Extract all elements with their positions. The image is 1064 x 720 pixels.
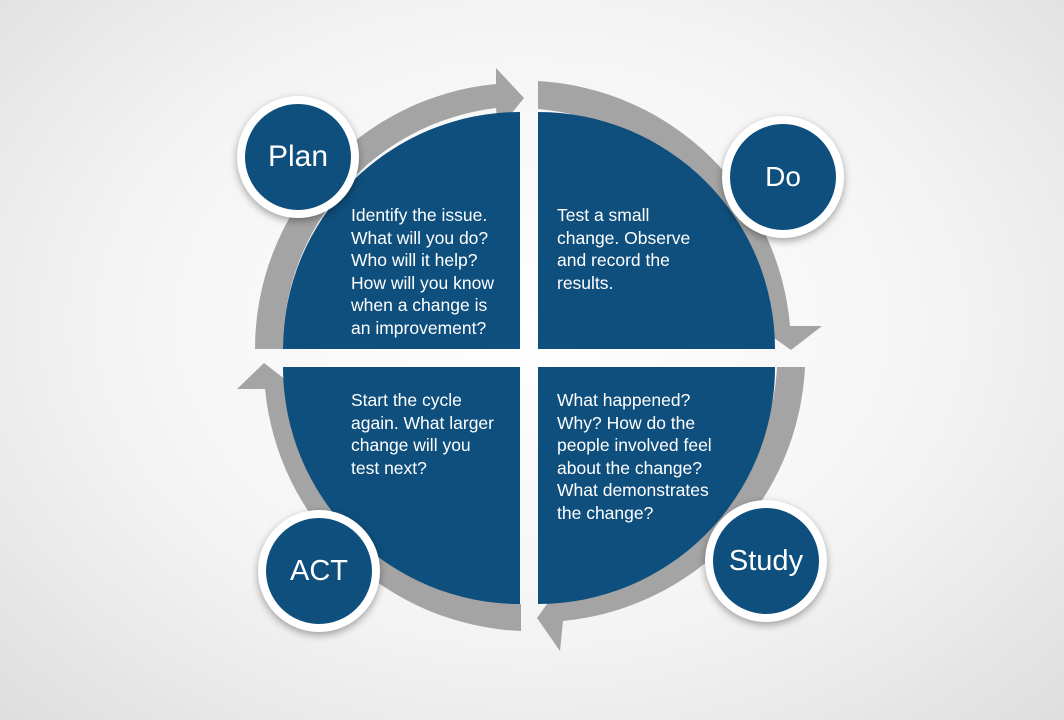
quadrant-plan: [283, 112, 520, 349]
plan-badge: Plan: [237, 96, 359, 218]
quadrant-study: [538, 367, 775, 604]
act-label: ACT: [290, 554, 348, 587]
quadrant-do: [538, 112, 775, 349]
study-badge: Study: [705, 500, 827, 622]
do-label: Do: [765, 161, 801, 192]
plan-description: Identify the issue. What will you do? Wh…: [351, 205, 494, 338]
quadrants: [283, 112, 775, 604]
plan-label: Plan: [267, 140, 329, 173]
act-description: Start the cycle again. What larger chang…: [351, 390, 494, 478]
quadrant-act: [283, 367, 520, 604]
do-badge: Do: [722, 116, 844, 238]
do-description: Test a small change. Observe and record …: [557, 205, 691, 293]
study-description: What happened? Why? How do the people in…: [557, 390, 712, 523]
study-label: Study: [728, 544, 804, 577]
act-badge: ACT: [258, 510, 380, 632]
